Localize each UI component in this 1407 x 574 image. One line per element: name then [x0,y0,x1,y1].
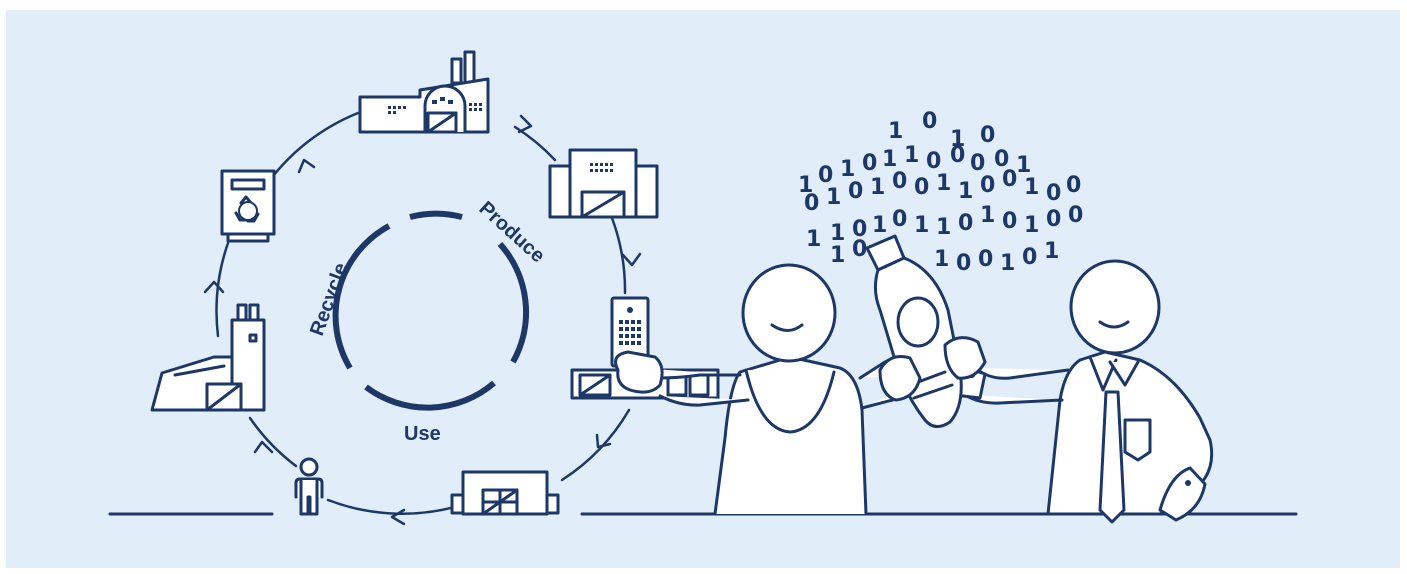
binary-digit: 0 [980,173,995,198]
binary-digit: 1 [798,173,813,198]
binary-digit: 0 [914,175,929,200]
binary-digit: 1 [830,221,845,246]
binary-digit: 0 [848,179,863,204]
ring-segment-use [364,380,496,411]
ring-segment-produce-right [497,241,529,364]
binary-digit: 0 [980,123,995,148]
binary-digit: 1 [934,247,949,272]
binary-digit: 1 [1044,239,1059,264]
inner-cycle-ring [332,210,529,411]
binary-digit: 1 [980,203,995,228]
binary-digit: 1 [1024,213,1039,238]
arrow-3 [595,433,612,449]
binary-digit: 0 [1068,203,1083,228]
binary-digit: 0 [852,237,867,262]
binary-digit: 0 [1002,167,1017,192]
binary-digit: 1 [1000,251,1015,276]
recycling-plant-icon [150,303,266,412]
arrow-5 [253,440,274,454]
warehouse-icon [450,470,560,516]
binary-digit: 1 [1024,175,1039,200]
binary-digit: 1 [888,119,903,144]
building-icon [548,148,659,219]
binary-digit: 0 [956,251,971,276]
person-left [614,263,917,516]
binary-digit: 1 [826,185,841,210]
arrow-1 [517,114,533,134]
binary-digit: 0 [1046,207,1061,232]
binary-digit: 1 [936,171,951,196]
binary-digit: 0 [1022,245,1037,270]
binary-digit: 1 [882,147,897,172]
binary-digit: 1 [904,143,919,168]
binary-digit: 0 [994,147,1009,172]
outer-cycle-ring [215,111,631,515]
binary-digit: 0 [978,247,993,272]
binary-digit: 1 [936,215,951,240]
binary-digit: 1 [806,227,821,252]
binary-digit: 0 [1066,173,1081,198]
binary-digit: 1 [872,213,887,238]
label-use: Use [404,423,441,445]
binary-digit: 1 [958,179,973,204]
arrow-6 [203,280,225,294]
arrow-2 [621,252,642,267]
binary-digit: 1 [914,213,929,238]
person-icon [294,457,324,516]
arrow-4 [390,508,406,526]
factory-icon [358,50,490,134]
binary-digit: 0 [926,149,941,174]
arrow-7 [297,158,316,174]
label-recycle: Recycle [306,260,353,339]
binary-digit: 1 [840,157,855,182]
binary-digit: 0 [922,109,937,134]
binary-digit: 0 [970,151,985,176]
ring-segment-recycle [332,223,391,370]
binary-digit: 0 [892,207,907,232]
bottle-icon [865,234,963,428]
recycle-bin-icon [220,169,276,243]
ring-segment-produce [409,210,463,220]
binary-digit: 0 [852,217,867,242]
binary-digit: 0 [1002,209,1017,234]
binary-digit: 1 [950,127,965,152]
binary-digit: 0 [1046,181,1061,206]
person-right [950,259,1214,524]
binary-digit: 0 [804,191,819,216]
binary-digit: 0 [818,163,833,188]
binary-digit: 1 [870,175,885,200]
binary-digit: 0 [958,211,973,236]
binary-digit: 1 [1016,153,1031,178]
hands-on-bottle [878,336,987,402]
binary-digit: 0 [950,143,965,168]
binary-digit: 1 [830,243,845,268]
binary-digit: 0 [862,151,877,176]
binary-digit: 0 [892,169,907,194]
cycle-arrows [203,114,642,526]
